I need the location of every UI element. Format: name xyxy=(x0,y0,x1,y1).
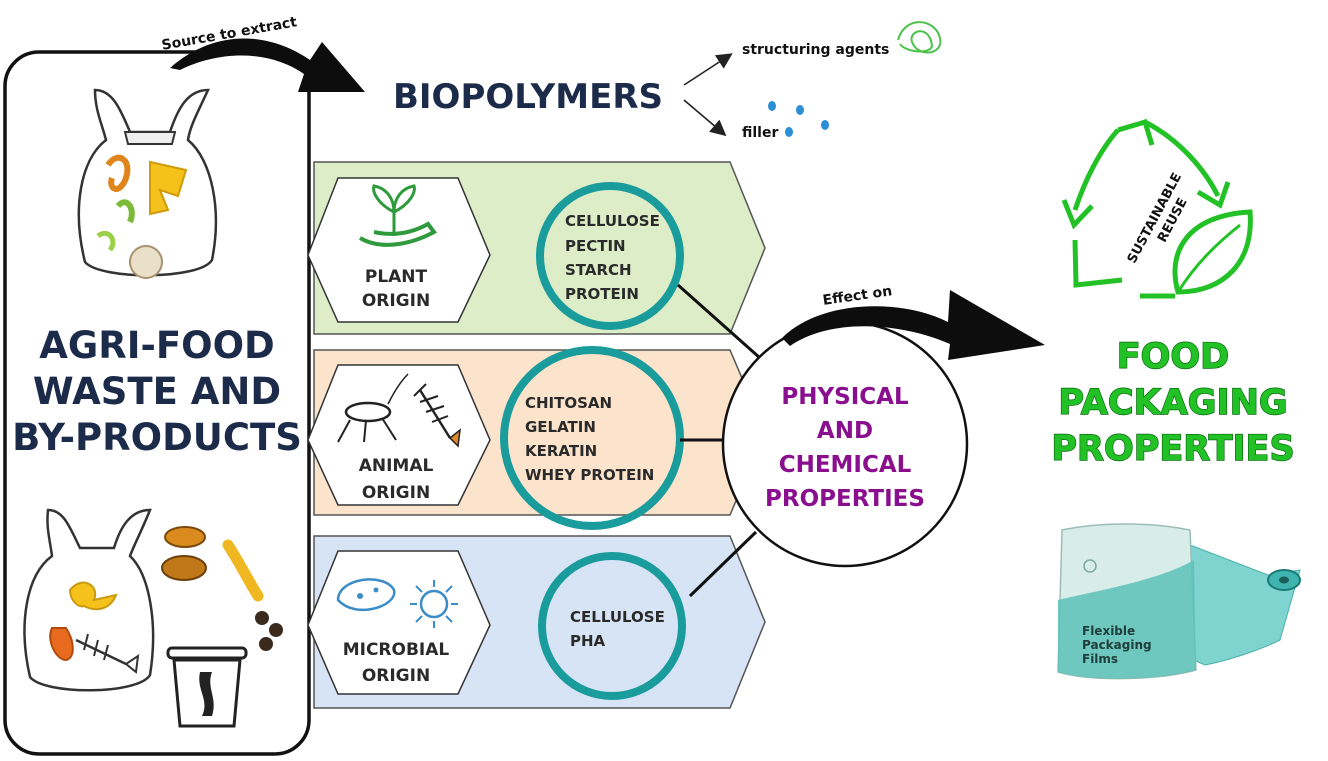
scribble-icon xyxy=(897,21,942,54)
properties-line-1: PHYSICAL xyxy=(781,384,909,410)
cricket-and-fishbone-icon xyxy=(337,373,461,448)
animal-origin-row: ANIMAL ORIGIN CHITOSAN GELATIN KERATIN W… xyxy=(307,346,766,530)
plant-item-2: PECTIN xyxy=(565,237,626,255)
packaging-text-1: Flexible xyxy=(1082,624,1135,638)
properties-line-3: CHEMICAL xyxy=(779,452,912,478)
animal-item-1: CHITOSAN xyxy=(525,394,612,412)
plant-items-circle xyxy=(536,182,684,330)
packaging-text-3: Films xyxy=(1082,652,1118,666)
waste-line-1: AGRI-FOOD xyxy=(39,324,275,367)
plant-hexagon xyxy=(307,177,491,323)
properties-line-2: AND xyxy=(817,418,873,444)
recycle-icon: SUSTAINABLE REUSE xyxy=(1061,118,1253,299)
plant-item-1: CELLULOSE xyxy=(565,212,660,230)
result-line-2: PACKAGING xyxy=(1058,383,1287,423)
result-line-1: FOOD xyxy=(1117,337,1229,377)
food-packaging-title: FOOD PACKAGING PROPERTIES xyxy=(1051,336,1296,469)
plant-origin-line-2: ORIGIN xyxy=(362,291,430,311)
waste-line-2: WASTE AND xyxy=(33,370,281,413)
microbial-items-circle xyxy=(538,552,686,700)
use-structuring-agents: structuring agents xyxy=(742,42,889,58)
microbial-origin-line-2: ORIGIN xyxy=(362,666,430,686)
plant-origin-row: PLANT ORIGIN CELLULOSE PECTIN STARCH PRO… xyxy=(307,161,766,335)
sprout-in-hand-icon xyxy=(358,184,437,247)
trash-can-icon xyxy=(166,611,283,728)
effect-arrow-label: Effect on xyxy=(822,283,893,309)
leaf-icon xyxy=(1172,209,1253,295)
waste-bag-icon xyxy=(77,88,218,279)
microbial-hexagon xyxy=(307,550,491,695)
biopolymers-title: BIOPOLYMERS xyxy=(393,77,663,117)
connector-lines xyxy=(677,283,761,598)
plant-item-4: PROTEIN xyxy=(565,285,639,303)
biopolymer-uses: structuring agents filler xyxy=(683,21,942,141)
packaging-text-2: Packaging xyxy=(1082,638,1152,652)
result-line-3: PROPERTIES xyxy=(1051,429,1294,469)
animal-item-4: WHEY PROTEIN xyxy=(525,466,654,484)
properties-circle: PHYSICAL AND CHEMICAL PROPERTIES xyxy=(721,320,969,568)
microbial-item-1: CELLULOSE xyxy=(570,608,665,626)
animal-origin-line-2: ORIGIN xyxy=(362,483,430,503)
animal-origin-line-1: ANIMAL xyxy=(359,456,434,476)
use-filler: filler xyxy=(742,125,778,141)
animal-item-3: KERATIN xyxy=(525,442,597,460)
properties-line-4: PROPERTIES xyxy=(765,486,925,512)
plant-item-3: STARCH xyxy=(565,261,632,279)
date-seed-icon xyxy=(161,526,264,602)
packaging-film-image: Flexible Packaging Films xyxy=(1057,523,1301,680)
waste-bag-fish-icon xyxy=(23,508,155,692)
animal-items-circle xyxy=(500,346,684,530)
microbial-origin-row: MICROBIAL ORIGIN CELLULOSE PHA xyxy=(307,535,766,709)
animal-item-2: GELATIN xyxy=(525,418,596,436)
waste-line-3: BY-PRODUCTS xyxy=(12,416,302,459)
plant-origin-line-1: PLANT xyxy=(365,267,428,287)
bacteria-and-virus-icon xyxy=(336,578,458,628)
animal-hexagon xyxy=(307,364,491,506)
microbial-item-2: PHA xyxy=(570,632,606,650)
filler-dot-icon xyxy=(768,101,776,111)
microbial-origin-line-1: MICROBIAL xyxy=(343,640,450,660)
